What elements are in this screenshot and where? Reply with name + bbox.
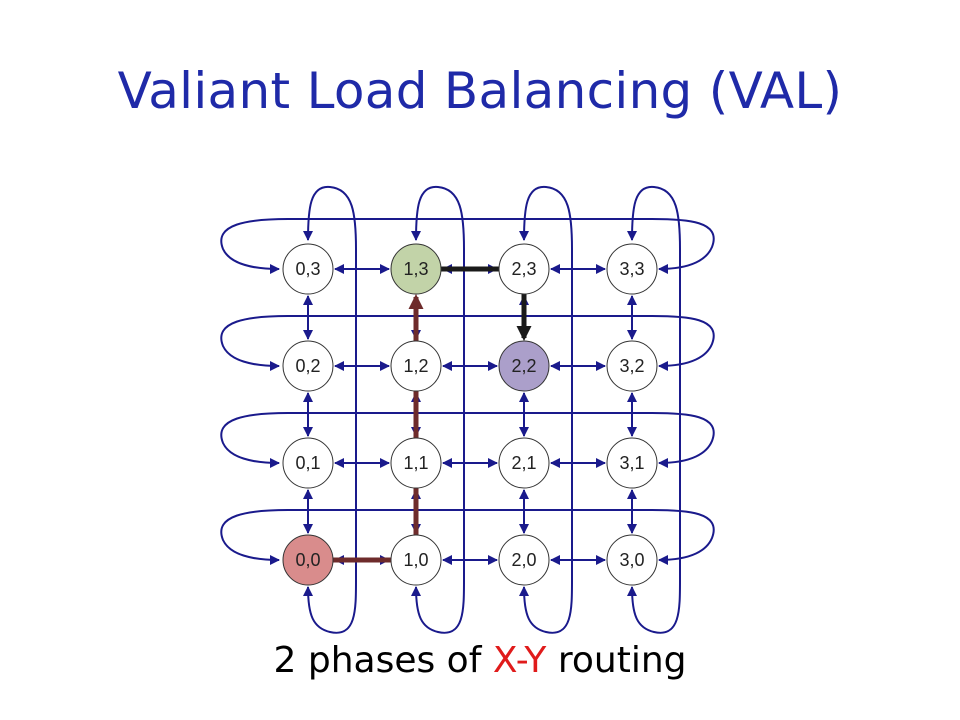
caption-suffix: routing <box>546 640 687 681</box>
phase-1-route <box>333 294 424 563</box>
router-node-0-1: 0,1 <box>282 437 334 489</box>
router-node-circle <box>390 243 442 295</box>
router-node-label: 2,1 <box>511 453 536 473</box>
router-node-label: 3,0 <box>619 550 644 570</box>
router-node-label: 0,0 <box>295 550 320 570</box>
router-node-2-1: 2,1 <box>498 437 550 489</box>
router-node-circle <box>390 534 442 586</box>
wraparound-link-row <box>220 218 715 274</box>
router-node-label: 1,0 <box>403 550 428 570</box>
slide-caption: 2 phases of X-Y routing <box>0 640 960 681</box>
router-node-2-3: 2,3 <box>498 243 550 295</box>
router-node-label: 2,3 <box>511 259 536 279</box>
router-node-circle <box>282 534 334 586</box>
router-node-label: 3,1 <box>619 453 644 473</box>
router-node-3-1: 3,1 <box>606 437 658 489</box>
router-node-1-2: 1,2 <box>390 340 442 392</box>
router-node-circle <box>498 534 550 586</box>
router-node-label: 3,2 <box>619 356 644 376</box>
router-node-1-0: 1,0 <box>390 534 442 586</box>
wraparound-link-row <box>220 509 715 565</box>
wraparound-link-column <box>411 185 465 634</box>
wraparound-link-row <box>220 315 715 371</box>
wraparound-link-column <box>627 185 681 634</box>
router-node-circle <box>282 437 334 489</box>
router-node-circle <box>606 534 658 586</box>
router-node-label: 2,2 <box>511 356 536 376</box>
routing-paths <box>333 266 532 563</box>
router-node-label: 1,1 <box>403 453 428 473</box>
router-node-label: 3,3 <box>619 259 644 279</box>
slide-title: Valiant Load Balancing (VAL) <box>117 62 843 120</box>
caption-prefix: 2 phases of <box>273 640 493 681</box>
router-node-circle <box>282 243 334 295</box>
router-node-label: 0,2 <box>295 356 320 376</box>
router-node-2-2: 2,2 <box>498 340 550 392</box>
wraparound-link-column <box>303 185 357 634</box>
router-node-circle <box>606 437 658 489</box>
router-node-3-2: 3,2 <box>606 340 658 392</box>
router-node-circle <box>390 340 442 392</box>
router-node-circle <box>606 243 658 295</box>
router-node-circle <box>390 437 442 489</box>
router-node-1-3: 1,3 <box>390 243 442 295</box>
router-node-0-3: 0,3 <box>282 243 334 295</box>
router-node-label: 2,0 <box>511 550 536 570</box>
wraparound-link-row <box>220 412 715 468</box>
router-node-circle <box>498 437 550 489</box>
router-node-circle <box>498 340 550 392</box>
router-node-label: 0,1 <box>295 453 320 473</box>
router-node-0-2: 0,2 <box>282 340 334 392</box>
router-node-label: 1,2 <box>403 356 428 376</box>
router-node-label: 0,3 <box>295 259 320 279</box>
router-node-2-0: 2,0 <box>498 534 550 586</box>
router-node-circle <box>498 243 550 295</box>
router-node-3-3: 3,3 <box>606 243 658 295</box>
router-node-1-1: 1,1 <box>390 437 442 489</box>
router-node-label: 1,3 <box>403 259 428 279</box>
caption-highlight: X-Y <box>492 640 547 681</box>
router-node-circle <box>606 340 658 392</box>
router-node-circle <box>282 340 334 392</box>
wraparound-link-column <box>519 185 573 634</box>
router-node-0-0: 0,0 <box>282 534 334 586</box>
router-nodes: 0,3 1,3 2,3 3,3 0,2 1,2 2,2 3,2 0,1 1,1 2,1 3,1 0,0 1… <box>282 243 658 586</box>
router-node-3-0: 3,0 <box>606 534 658 586</box>
